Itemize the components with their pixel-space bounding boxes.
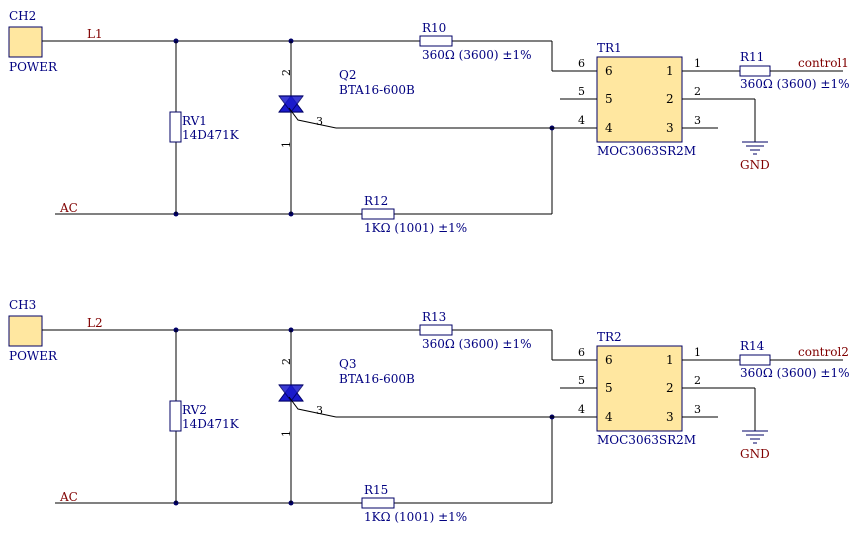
- resistor-series-ref: R10: [422, 21, 446, 35]
- net-label-control: control2: [798, 345, 849, 359]
- resistor-gate[interactable]: [361, 208, 395, 220]
- varistor-body[interactable]: [169, 400, 182, 432]
- opto-ext-pin-3: 3: [694, 114, 701, 127]
- net-label-line: L1: [87, 27, 103, 41]
- varistor-ref: RV1: [182, 114, 207, 128]
- opto-ext-pin-6: 6: [578, 57, 585, 70]
- varistor-value: 14D471K: [182, 417, 240, 431]
- triac-symbol[interactable]: [278, 384, 337, 418]
- opto-pin-6: 6: [605, 353, 613, 367]
- triac-pin-bottom: 1: [280, 141, 293, 148]
- opto-value: MOC3063SR2M: [597, 144, 696, 158]
- net-label-line: L2: [87, 316, 103, 330]
- resistor-control-value: 360Ω (3600) ±1%: [740, 366, 849, 380]
- resistor-series[interactable]: [419, 324, 453, 336]
- gnd-label: GND: [740, 158, 770, 172]
- connector-value: POWER: [9, 349, 58, 363]
- triac-pin-gate: 3: [316, 404, 323, 417]
- resistor-control[interactable]: [739, 65, 771, 77]
- opto-pin-4: 4: [605, 410, 613, 424]
- opto-pin-3: 3: [666, 410, 674, 424]
- varistor-body[interactable]: [169, 111, 182, 143]
- connector-ch2[interactable]: [8, 26, 43, 58]
- resistor-series[interactable]: [419, 35, 453, 47]
- triac-symbol[interactable]: [278, 95, 337, 129]
- triac-pin-top: 2: [280, 358, 293, 365]
- resistor-gate-ref: R15: [364, 483, 388, 497]
- triac-value: BTA16-600B: [339, 83, 415, 97]
- triac-pin-gate: 3: [316, 115, 323, 128]
- opto-pin-4: 4: [605, 121, 613, 135]
- resistor-gate-value: 1KΩ (1001) ±1%: [364, 510, 467, 524]
- resistor-gate[interactable]: [361, 497, 395, 509]
- opto-pin-3: 3: [666, 121, 674, 135]
- triac-pin-top: 2: [280, 69, 293, 76]
- varistor-ref: RV2: [182, 403, 207, 417]
- triac-ref: Q3: [339, 357, 356, 371]
- connector-value: POWER: [9, 60, 58, 74]
- opto-ext-pin-2: 2: [694, 374, 701, 387]
- resistor-control[interactable]: [739, 354, 771, 366]
- ground-icon: [742, 430, 768, 444]
- channel-2: CH3 POWER L2 AC RV2 14D471K 2: [8, 298, 849, 524]
- connector-ch3[interactable]: [8, 315, 43, 347]
- varistor-value: 14D471K: [182, 128, 240, 142]
- channel-1: CH2 POWER L1 AC RV1 14D471K: [8, 9, 849, 235]
- opto-pin-1: 1: [666, 64, 674, 78]
- opto-ext-pin-6: 6: [578, 346, 585, 359]
- net-label-neutral: AC: [59, 201, 78, 215]
- resistor-control-value: 360Ω (3600) ±1%: [740, 77, 849, 91]
- opto-ext-pin-5: 5: [578, 374, 585, 387]
- opto-ext-pin-2: 2: [694, 85, 701, 98]
- resistor-gate-ref: R12: [364, 194, 388, 208]
- opto-ext-pin-5: 5: [578, 85, 585, 98]
- gnd-label: GND: [740, 447, 770, 461]
- opto-ext-pin-3: 3: [694, 403, 701, 416]
- net-label-neutral: AC: [59, 490, 78, 504]
- opto-pin-1: 1: [666, 353, 674, 367]
- opto-pin-5: 5: [605, 381, 613, 395]
- resistor-gate-value: 1KΩ (1001) ±1%: [364, 221, 467, 235]
- net-label-control: control1: [798, 56, 849, 70]
- opto-pin-2: 2: [666, 381, 674, 395]
- opto-ext-pin-4: 4: [578, 114, 585, 127]
- connector-ref: CH3: [9, 298, 36, 312]
- opto-ext-pin-4: 4: [578, 403, 585, 416]
- opto-pin-5: 5: [605, 92, 613, 106]
- resistor-control-ref: R11: [740, 50, 764, 64]
- triac-pin-bottom: 1: [280, 430, 293, 437]
- opto-ref: TR1: [597, 41, 622, 55]
- triac-ref: Q2: [339, 68, 356, 82]
- triac-value: BTA16-600B: [339, 372, 415, 386]
- ground-icon: [742, 141, 768, 155]
- opto-value: MOC3063SR2M: [597, 433, 696, 447]
- opto-ref: TR2: [597, 330, 622, 344]
- connector-ref: CH2: [9, 9, 36, 23]
- opto-ext-pin-1: 1: [694, 57, 701, 70]
- optocoupler-body[interactable]: [596, 345, 683, 432]
- opto-ext-pin-1: 1: [694, 346, 701, 359]
- resistor-series-value: 360Ω (3600) ±1%: [422, 48, 531, 62]
- resistor-series-ref: R13: [422, 310, 446, 324]
- resistor-control-ref: R14: [740, 339, 765, 353]
- opto-pin-2: 2: [666, 92, 674, 106]
- resistor-series-value: 360Ω (3600) ±1%: [422, 337, 531, 351]
- opto-pin-6: 6: [605, 64, 613, 78]
